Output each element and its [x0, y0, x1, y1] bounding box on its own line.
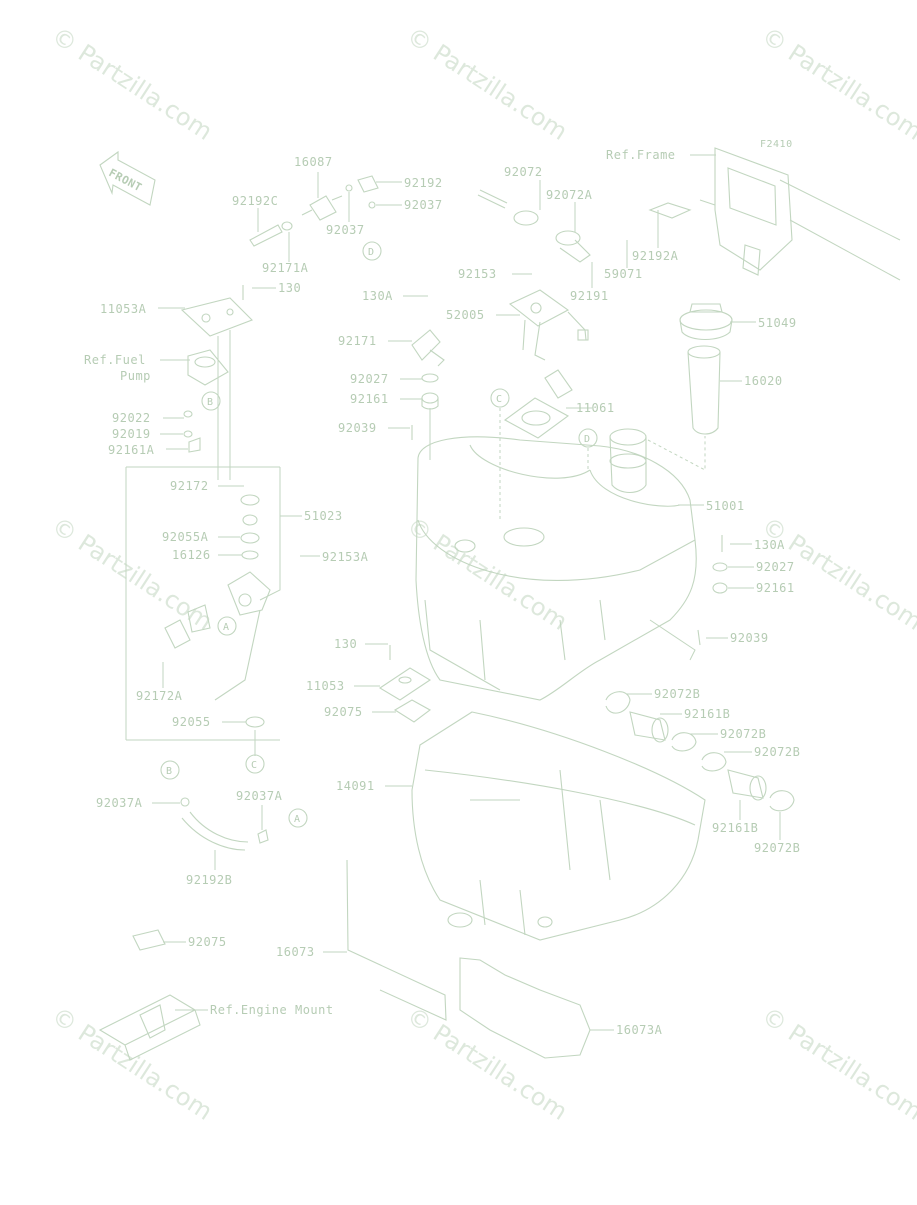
callout-c: C	[251, 760, 258, 771]
label-ref-frame: Ref.Frame	[606, 148, 676, 162]
label-51001: 51001	[706, 499, 745, 513]
label-92072: 92072	[504, 165, 543, 179]
label-130: 130	[334, 637, 357, 651]
watermark: © Partzilla.com	[402, 512, 573, 636]
callout-c: C	[496, 394, 503, 405]
callout-b: B	[207, 397, 214, 408]
front-arrow-icon: FRONT	[99, 150, 156, 206]
label-92072A: 92072A	[546, 188, 593, 202]
watermark: © Partzilla.com	[757, 1002, 917, 1126]
figure-code: F2410	[760, 139, 793, 150]
label-92153A: 92153A	[322, 550, 369, 564]
label-16073A: 16073A	[616, 1023, 663, 1037]
label-92037A: 92037A	[236, 789, 283, 803]
callout-b: B	[166, 766, 173, 777]
hose-92192B	[180, 797, 269, 851]
fuel-cap-51049	[679, 303, 733, 341]
label-92161B: 92161B	[684, 707, 730, 721]
watermark: © Partzilla.com	[47, 22, 218, 146]
label-59071: 59071	[604, 267, 643, 281]
label-92075: 92075	[324, 705, 363, 719]
label-92055: 92055	[172, 715, 211, 729]
label-ref-fuel-pump: Pump	[120, 369, 151, 383]
leader-lines	[152, 154, 781, 1031]
bracket-11053	[378, 645, 432, 723]
label-51049: 51049	[758, 316, 797, 330]
label-ref-engine-mount: Ref.Engine Mount	[210, 1003, 334, 1017]
label-92055A: 92055A	[162, 530, 209, 544]
gasket-11061	[503, 397, 570, 439]
strainer-16020	[647, 345, 721, 471]
label-92022: 92022	[112, 411, 151, 425]
watermark: © Partzilla.com	[47, 1002, 218, 1126]
label-130A: 130A	[754, 538, 785, 552]
label-52005: 52005	[446, 308, 485, 322]
label-92039: 92039	[338, 421, 377, 435]
label-92037: 92037	[404, 198, 443, 212]
label-ref-fuel-pump: Ref.Fuel	[84, 353, 146, 367]
label-92039: 92039	[730, 631, 769, 645]
label-92192C: 92192C	[232, 194, 278, 208]
label-92072B: 92072B	[754, 745, 800, 759]
right-grommets	[649, 535, 728, 661]
label-92161A: 92161A	[108, 443, 155, 457]
callout-a: A	[223, 622, 230, 633]
filler-neck	[609, 428, 647, 494]
callout-d: D	[368, 247, 375, 258]
label-92171A: 92171A	[262, 261, 309, 275]
label-92019: 92019	[112, 427, 151, 441]
label-130A: 130A	[362, 289, 393, 303]
label-92027: 92027	[350, 372, 389, 386]
label-92161B: 92161B	[712, 821, 758, 835]
part-labels: F2410 16087 92192 92192C 92037 92037 921…	[84, 139, 800, 1037]
label-16126: 16126	[172, 548, 211, 562]
label-92192A: 92192A	[632, 249, 679, 263]
hose-92191	[477, 189, 591, 263]
label-92037: 92037	[326, 223, 365, 237]
watermark: © Partzilla.com	[402, 1002, 573, 1126]
under-tray-14091	[411, 711, 706, 941]
frame-bracket	[648, 147, 901, 281]
label-16073: 16073	[276, 945, 315, 959]
label-11053: 11053	[306, 679, 345, 693]
callouts: D B A C B A C D	[160, 241, 598, 828]
label-16087: 16087	[294, 155, 333, 169]
heat-shield-16073	[346, 859, 591, 1059]
label-51023: 51023	[304, 509, 343, 523]
label-92172: 92172	[170, 479, 209, 493]
label-92161: 92161	[350, 392, 389, 406]
label-11053A: 11053A	[100, 302, 147, 316]
label-11061: 11061	[576, 401, 615, 415]
label-92192: 92192	[404, 176, 443, 190]
label-92172A: 92172A	[136, 689, 183, 703]
part-drawings: FRONT	[98, 147, 901, 1061]
fuel-tank-51001	[415, 436, 697, 701]
watermark: © Partzilla.com	[402, 22, 573, 146]
pump-bracket-11053A	[180, 285, 253, 480]
label-16020: 16020	[744, 374, 783, 388]
fuel-valve-51023	[125, 466, 281, 756]
label-92072B: 92072B	[754, 841, 800, 855]
callout-d: D	[584, 434, 591, 445]
label-92161: 92161	[756, 581, 795, 595]
hose-clamps	[605, 691, 795, 812]
label-92171: 92171	[338, 334, 377, 348]
callout-a: A	[294, 814, 301, 825]
label-92072B: 92072B	[720, 727, 766, 741]
label-92192B: 92192B	[186, 873, 232, 887]
fuel-filter-16087	[249, 175, 379, 247]
bracket-92171	[411, 329, 445, 460]
label-92153: 92153	[458, 267, 497, 281]
label-14091: 14091	[336, 779, 375, 793]
label-92027: 92027	[756, 560, 795, 574]
label-92072B: 92072B	[654, 687, 700, 701]
label-92037A: 92037A	[96, 796, 143, 810]
label-130: 130	[278, 281, 301, 295]
label-92075: 92075	[188, 935, 227, 949]
label-92191: 92191	[570, 289, 609, 303]
sending-unit-52005	[508, 289, 589, 399]
watermark: © Partzilla.com	[757, 22, 917, 146]
